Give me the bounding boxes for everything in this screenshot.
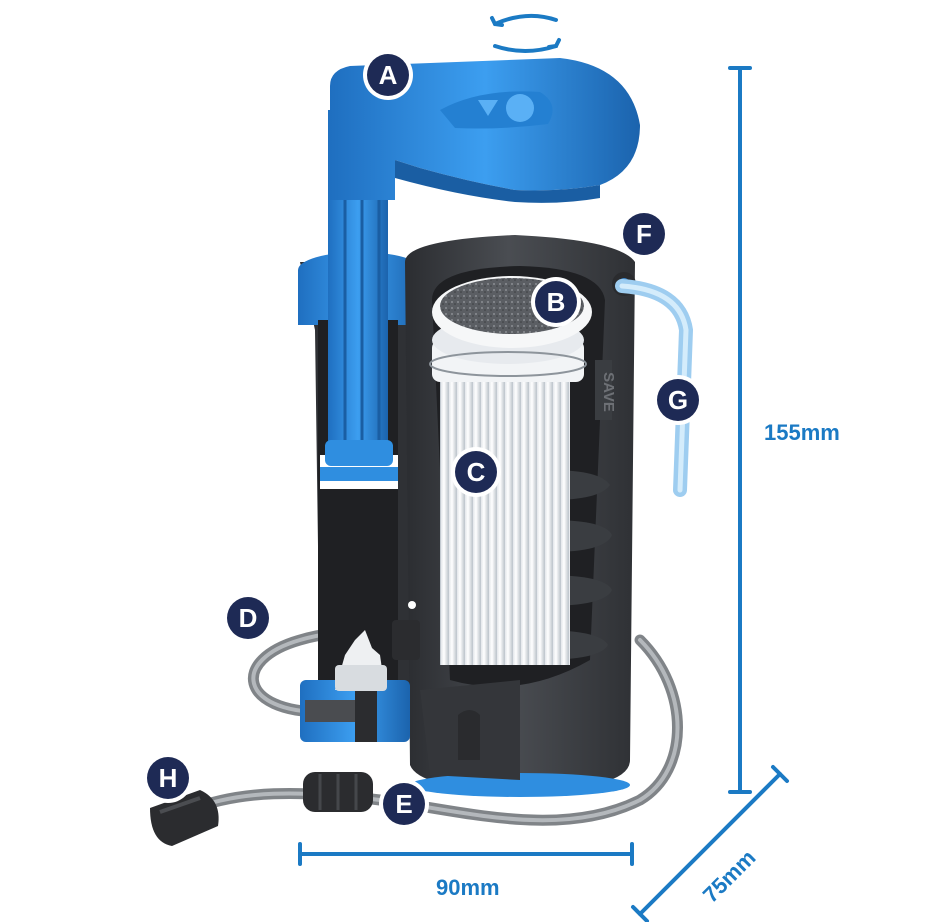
- depth-dimension: [631, 765, 789, 922]
- svg-text:A: A: [379, 60, 398, 90]
- callout-h: H: [143, 753, 193, 803]
- callout-a: A: [363, 50, 413, 100]
- callout-d: D: [223, 593, 273, 643]
- svg-text:B: B: [547, 287, 566, 317]
- svg-text:H: H: [159, 763, 178, 793]
- rotate-arrows-icon: [490, 13, 561, 53]
- inlet-valve: [300, 601, 420, 742]
- hose-connector: [150, 790, 219, 846]
- height-label: 155mm: [764, 420, 840, 445]
- housing-brand-text: SAVE: [600, 372, 617, 412]
- svg-text:G: G: [668, 385, 688, 415]
- callout-f: F: [619, 209, 669, 259]
- pump-handle: [330, 58, 640, 203]
- width-label: 90mm: [436, 875, 500, 900]
- svg-text:D: D: [239, 603, 258, 633]
- filter-cartridge: [429, 276, 592, 665]
- housing-print: [595, 360, 612, 420]
- width-dimension: [298, 842, 634, 866]
- callout-c: C: [451, 447, 501, 497]
- svg-text:E: E: [395, 789, 412, 819]
- depth-label: 75mm: [698, 845, 761, 908]
- svg-text:F: F: [636, 219, 652, 249]
- callout-g: G: [653, 375, 703, 425]
- height-dimension: [728, 66, 752, 794]
- svg-text:C: C: [467, 457, 486, 487]
- callout-e: E: [379, 779, 429, 829]
- callout-b: B: [531, 277, 581, 327]
